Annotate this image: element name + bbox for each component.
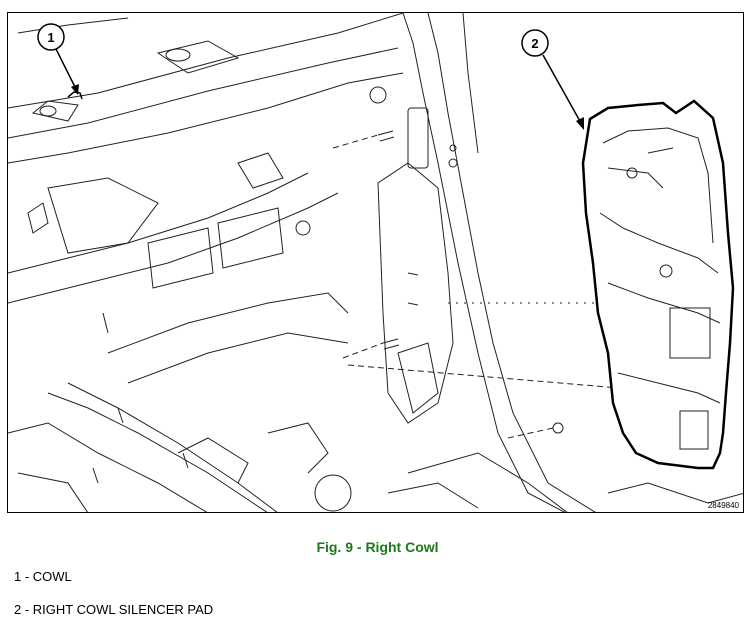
figure-id: 2849840 [707, 501, 739, 510]
callout-2-number: 2 [531, 36, 538, 51]
callout-2: 2 [521, 29, 584, 130]
pillar-edge [402, 13, 566, 512]
legend-item-cowl: 1 - COWL [14, 569, 72, 584]
legend-item-silencer-pad: 2 - RIGHT COWL SILENCER PAD [14, 602, 214, 617]
callout-1: 1 [37, 23, 83, 100]
silencer-pad [581, 99, 735, 470]
cowl-drawing: 1 2 [8, 13, 743, 512]
technical-illustration: 1 2 2849840 [7, 12, 744, 513]
cowl-top-edge [8, 13, 404, 109]
callout-1-number: 1 [47, 30, 54, 45]
figure-caption: Fig. 9 - Right Cowl [316, 539, 439, 555]
